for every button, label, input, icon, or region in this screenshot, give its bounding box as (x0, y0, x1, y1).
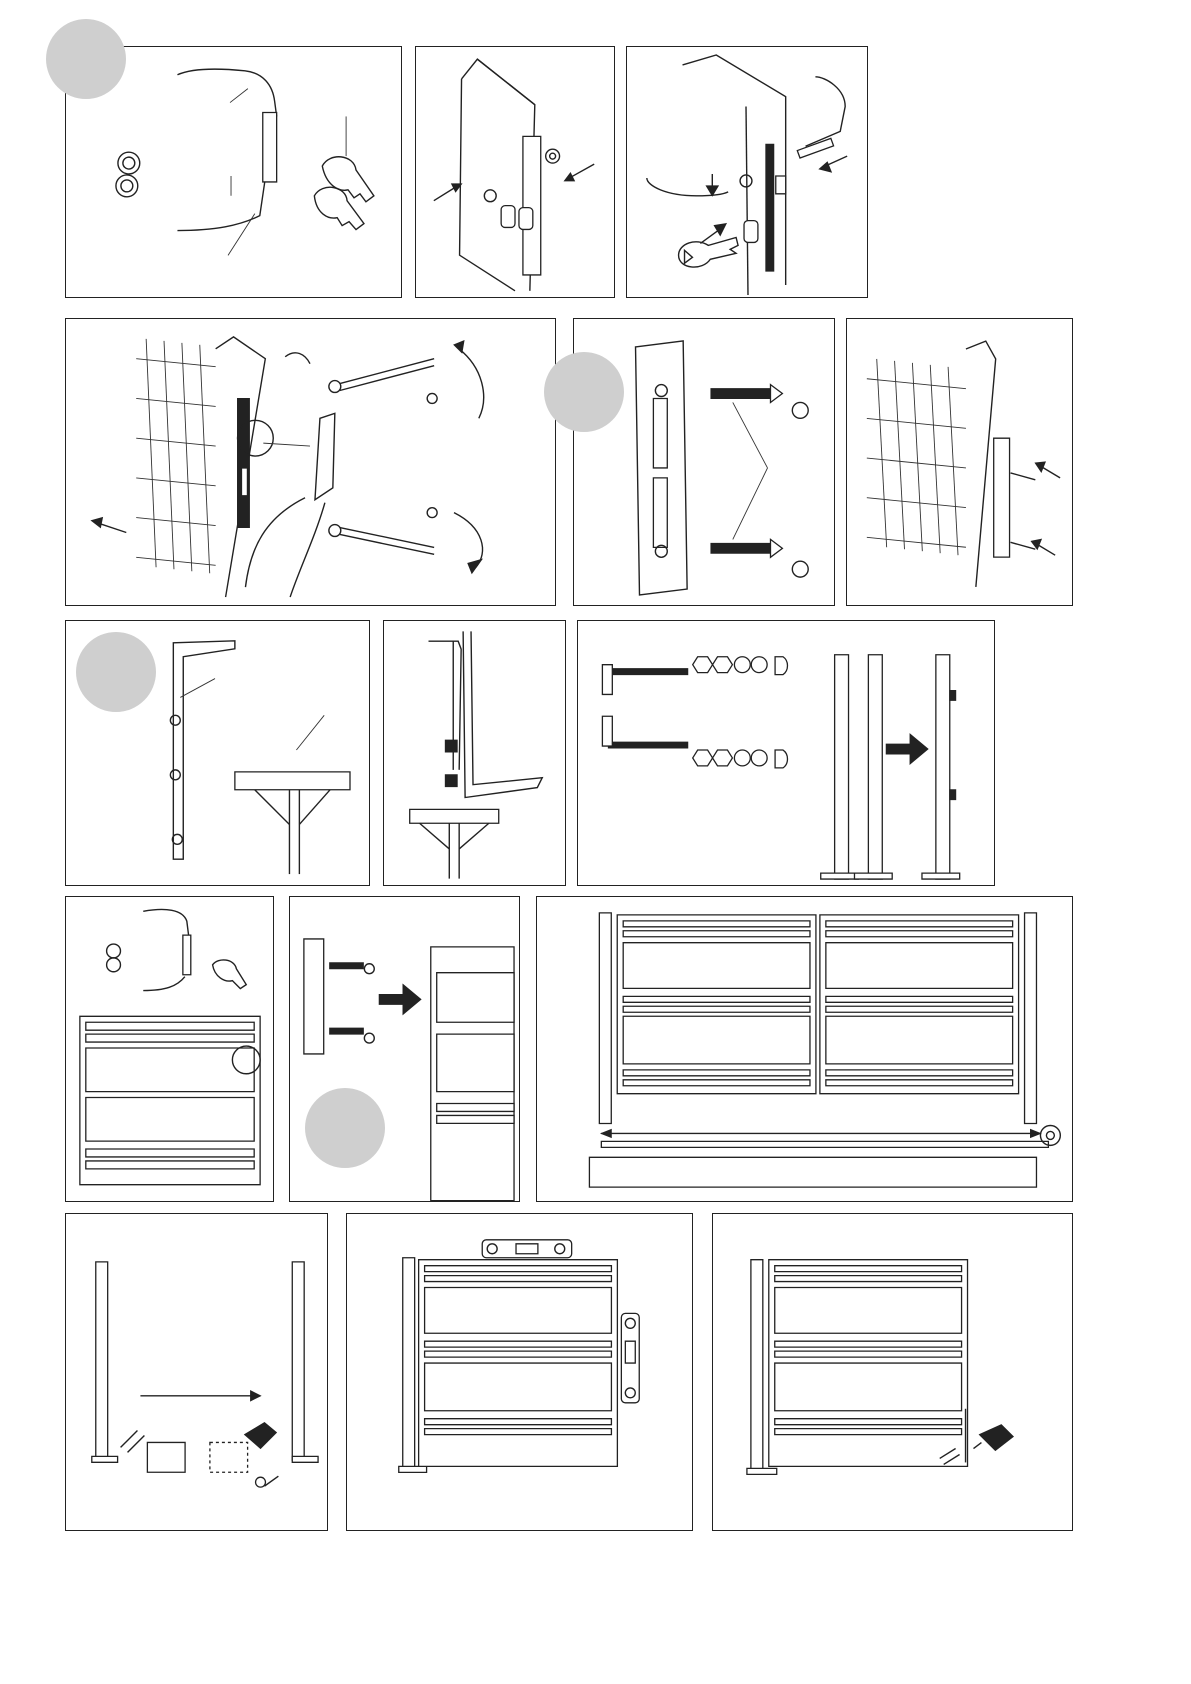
drop-bolt-floor-illustration (713, 1214, 1072, 1530)
strike-plate-illustration (574, 319, 834, 605)
screw-icon (1011, 473, 1036, 549)
double-gate-illustration (537, 897, 1072, 1201)
spirit-level-icon (621, 1313, 639, 1402)
gate-leaf (617, 915, 816, 1094)
arrow-icon (92, 341, 484, 573)
arrow-icon (1031, 462, 1060, 555)
panel-pin-rotation-with-pliers (65, 318, 556, 606)
drill-icon (245, 1423, 277, 1449)
pin-icon (329, 359, 437, 555)
hinge-bolt-icon (602, 665, 687, 748)
rosette-icon (116, 152, 140, 197)
key-icon (679, 237, 739, 267)
panel-double-gate-width (536, 896, 1073, 1202)
key-icon (314, 116, 374, 229)
post-icon (821, 655, 960, 879)
panel-fix-drop-bolt-floor (712, 1213, 1073, 1531)
arrow-icon (886, 734, 928, 764)
handle-icon (177, 69, 276, 255)
gate-leaf-lock-illustration (66, 897, 273, 1201)
panel-level-gate (346, 1213, 693, 1531)
lock-body-illustration (416, 47, 614, 297)
strike-fixing-illustration (847, 319, 1072, 605)
panel-strike-plate-screws (573, 318, 835, 606)
post-icon (92, 1262, 318, 1462)
mesh-panel (867, 359, 966, 555)
step-badge (305, 1088, 385, 1168)
panel-lock-body-rosettes (415, 46, 615, 298)
drop-bolt-installed-illustration (384, 621, 565, 885)
hinge-bolts-illustration (578, 621, 994, 885)
drop-bolt-icon (170, 641, 235, 859)
pliers-illustration (66, 319, 555, 605)
panel-hinge-bolts-on-posts (577, 620, 995, 886)
panel-mount-handle-and-key (626, 46, 868, 298)
mark-holes-illustration (66, 1214, 327, 1530)
gate-leaf (820, 915, 1019, 1094)
spirit-level-icon (482, 1240, 571, 1258)
panel-drop-bolt-installed (383, 620, 566, 886)
pliers-icon (245, 413, 334, 597)
arrow-icon (379, 985, 421, 1015)
panel-lock-on-gate-leaf (65, 896, 274, 1202)
step-badge (544, 352, 624, 432)
level-gate-illustration (347, 1214, 692, 1530)
step-badge (76, 632, 156, 712)
handle-mounting-illustration (627, 47, 867, 297)
screw-icon (330, 963, 375, 1043)
mesh-panel (136, 339, 215, 573)
drill-icon (973, 1425, 1013, 1451)
screw-icon (256, 1476, 279, 1487)
arrow-icon (434, 164, 594, 201)
arrow-icon (140, 1391, 260, 1401)
screw-icon (711, 385, 808, 578)
panel-mark-post-holes (65, 1213, 328, 1531)
nut-icon (693, 657, 788, 768)
step-badge (46, 19, 126, 99)
panel-fix-strike-plate (846, 318, 1073, 606)
pencil-icon (121, 1431, 145, 1453)
